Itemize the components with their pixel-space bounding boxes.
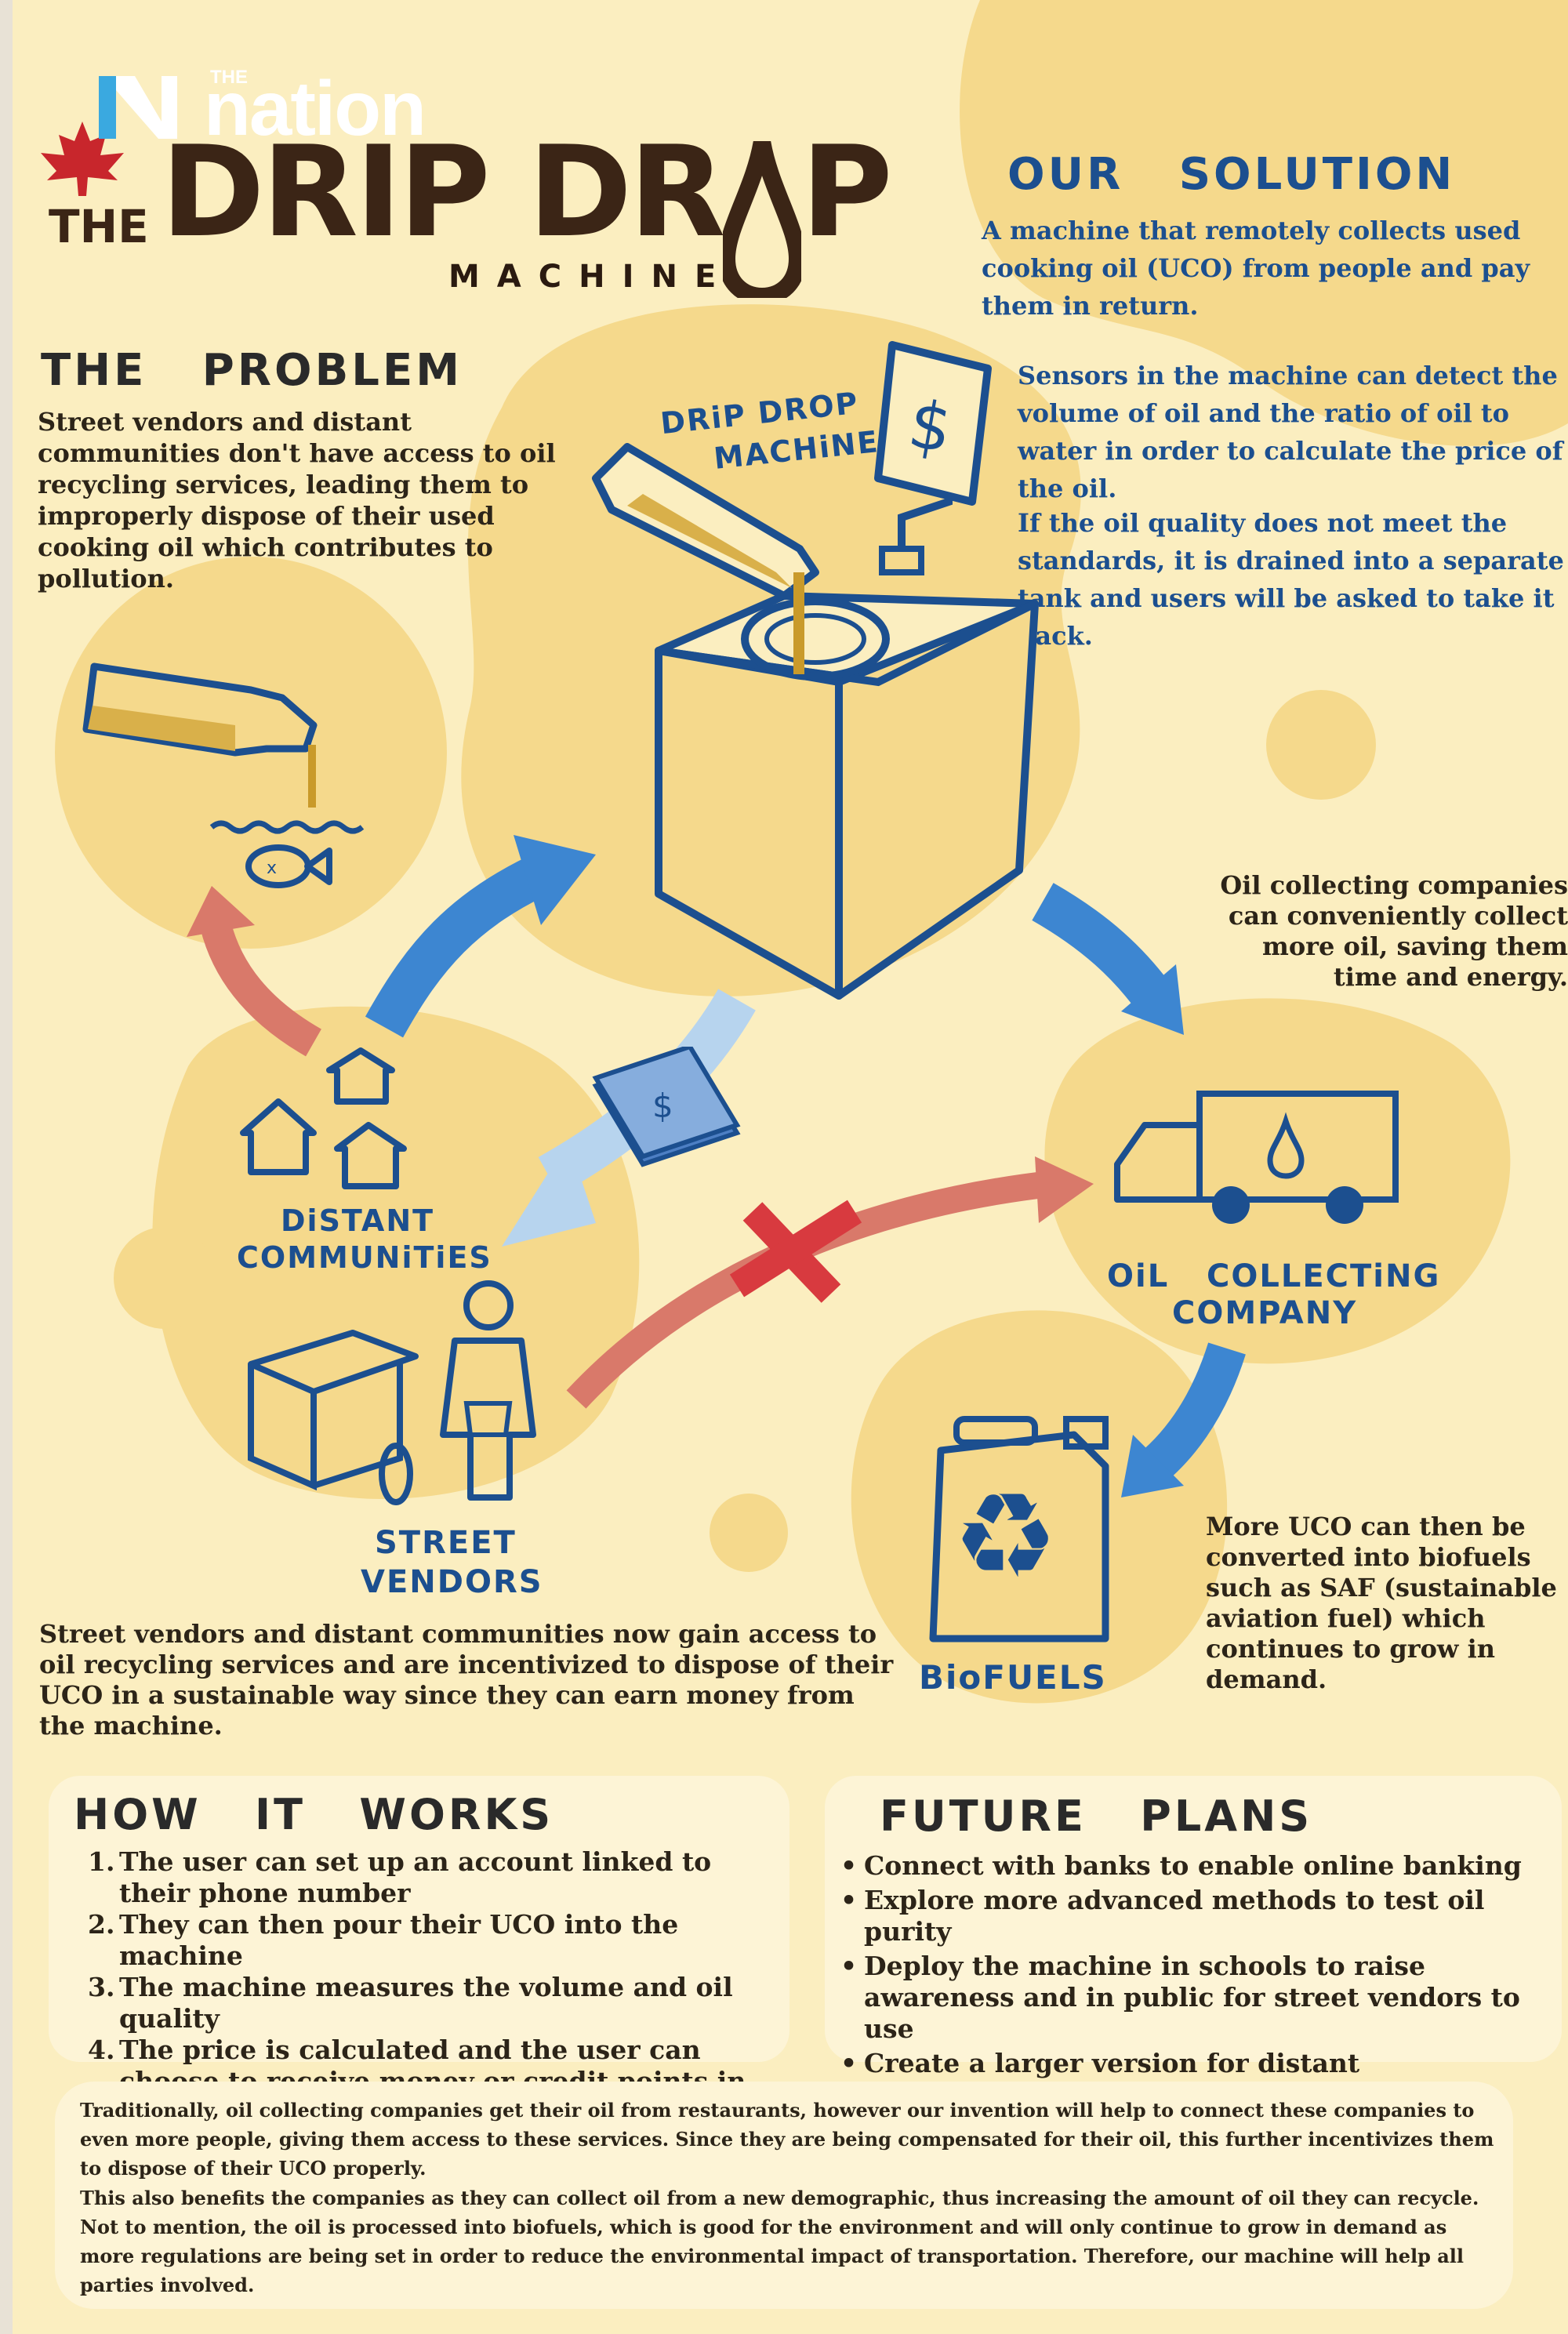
how-it-works-steps: 1.The user can set up an account linked … <box>88 1846 778 2129</box>
street-label-line1: STREET <box>375 1525 517 1561</box>
nation-logo-icon <box>94 67 180 145</box>
distant-label-line1: DiSTANT <box>281 1203 435 1238</box>
note-biofuels: More UCO can then be converted into biof… <box>1206 1512 1557 1694</box>
biofuel-can-icon <box>917 1403 1121 1654</box>
step-item: 3.The machine measures the volume and oi… <box>88 1972 733 2034</box>
future-plans-panel: FUTURE PLANS •Connect with banks to enab… <box>825 1776 1562 2110</box>
biofuels-label: BioFUELS <box>919 1658 1107 1697</box>
title-end-text: P <box>800 118 893 265</box>
houses-icon <box>235 1047 431 1196</box>
plan-item: •Deploy the machine in schools to raise … <box>840 1951 1520 2044</box>
plan-item: •Connect with banks to enable online ban… <box>840 1850 1522 1881</box>
street-label-line2: VENDORS <box>361 1564 543 1600</box>
step-item: 2.They can then pour their UCO into the … <box>88 1909 679 1971</box>
future-plans-list: •Connect with banks to enable online ban… <box>840 1850 1554 2111</box>
solution-title: OUR SOLUTION <box>1007 149 1456 200</box>
drip-drop-machine-illustration <box>580 337 1051 1011</box>
note-collecting: Oil collecting companies can convenientl… <box>1220 870 1568 992</box>
note-access: Street vendors and distant communities n… <box>39 1619 894 1741</box>
solution-text: A machine that remotely collects used co… <box>982 216 1530 321</box>
plan-item: •Explore more advanced methods to test o… <box>840 1885 1485 1947</box>
how-it-works-panel: HOW IT WORKS 1.The user can set up an ac… <box>49 1776 789 2128</box>
title-subtitle: MACHINE <box>448 259 734 295</box>
step-item: 1.The user can set up an account linked … <box>88 1846 712 1908</box>
problem-title: THE PROBLEM <box>41 345 463 396</box>
distant-label-line2: COMMUNiTiES <box>237 1240 492 1275</box>
title-main-text: DRIP DR <box>161 118 726 265</box>
brand-small: THE <box>210 67 248 88</box>
problem-text: Street vendors and distant communities d… <box>38 407 556 593</box>
footer-panel: Traditionally, oil collecting companies … <box>55 2082 1513 2309</box>
company-label-line1: OiL COLLECTiNG <box>1107 1258 1441 1294</box>
svg-text:x: x <box>267 858 277 878</box>
recycle-icon: ♻ <box>953 1468 1058 1605</box>
truck-icon <box>1109 1086 1407 1243</box>
maple-leaf-logo <box>31 118 133 204</box>
brand-name: nation <box>204 65 426 151</box>
company-label-line2: COMPANY <box>1172 1295 1358 1331</box>
footer-paragraph-2: This also benefits the companies as they… <box>80 2187 1479 2296</box>
solution-sensors: Sensors in the machine can detect the vo… <box>1018 361 1563 503</box>
footer-paragraph-1: Traditionally, oil collecting companies … <box>80 2099 1494 2180</box>
street-vendor-illustration <box>243 1278 549 1513</box>
title-main: DRIP DR P <box>161 125 893 306</box>
drop-icon <box>717 140 806 306</box>
title-the: THE <box>49 200 149 253</box>
future-plans-title: FUTURE PLANS <box>880 1791 1313 1841</box>
solution-quality: If the oil quality does not meet the sta… <box>1018 508 1564 651</box>
pollution-illustration: x <box>78 651 416 909</box>
svg-text:$: $ <box>652 1087 673 1125</box>
how-it-works-title: HOW IT WORKS <box>74 1790 554 1839</box>
money-icon: $ <box>588 1044 745 1172</box>
